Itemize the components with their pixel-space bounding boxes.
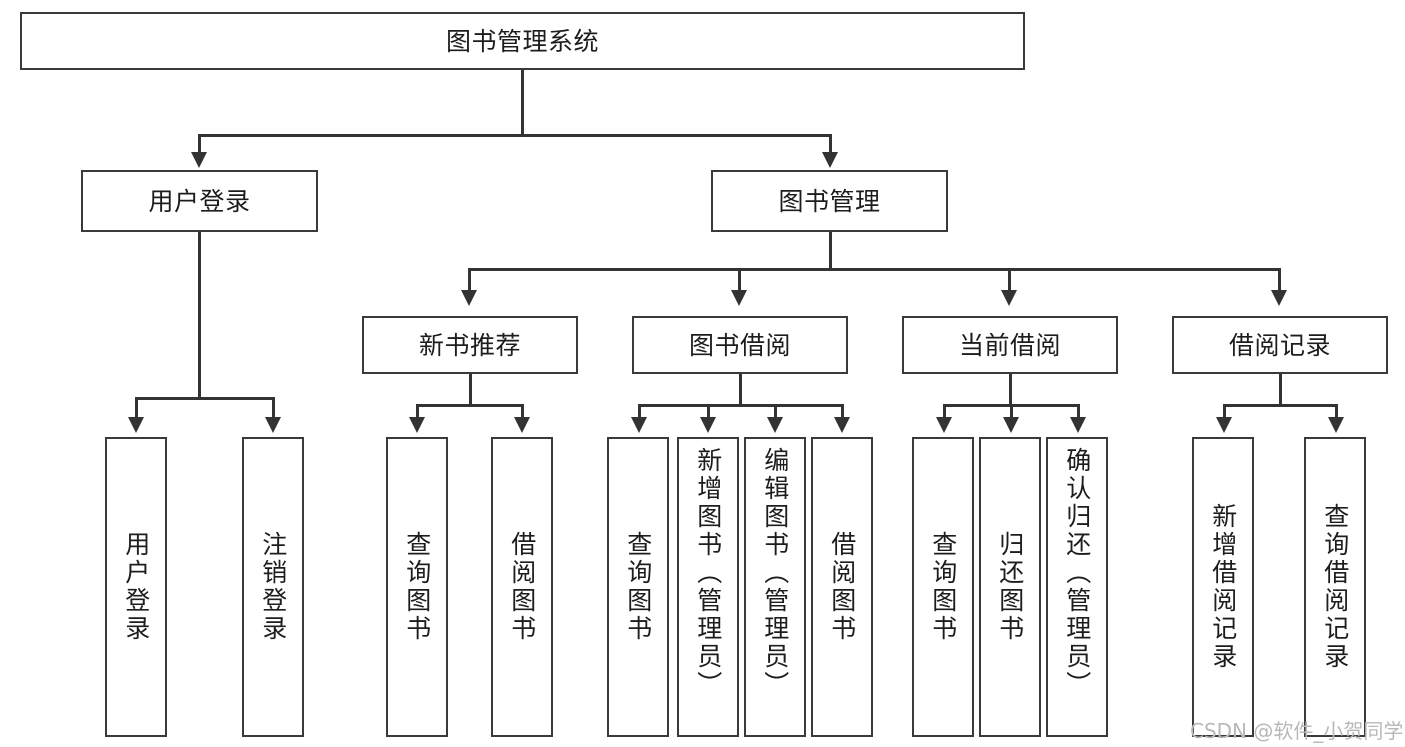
leaf-nbr-borrow-book[interactable]: 借阅图书 xyxy=(491,437,553,737)
node-label: 借阅图书 xyxy=(507,531,537,643)
leaf-cb-query-book[interactable]: 查询图书 xyxy=(912,437,974,737)
connector-user-login-drop-2 xyxy=(272,397,275,419)
node-label: 新增图书（管理员） xyxy=(693,447,723,699)
arrowhead-bb-leaf-4 xyxy=(834,417,850,433)
node-label: 图书借阅 xyxy=(688,330,791,360)
connector-cb-drop-1 xyxy=(943,404,946,419)
arrowhead-br-leaf-1 xyxy=(1216,417,1232,433)
connector-user-login-bus xyxy=(135,397,273,400)
node-user-login[interactable]: 用户登录 xyxy=(81,170,318,232)
node-book-borrow[interactable]: 图书借阅 xyxy=(632,316,848,374)
connector-bm-drop-borrow-record xyxy=(1278,268,1281,292)
connector-root-bus xyxy=(198,134,831,137)
node-book-management[interactable]: 图书管理 xyxy=(711,170,948,232)
connector-nbr-stem xyxy=(469,374,472,406)
arrowhead-user-login-leaf-1 xyxy=(128,417,144,433)
arrowhead-bb-leaf-3 xyxy=(767,417,783,433)
node-label: 当前借阅 xyxy=(958,330,1061,360)
leaf-br-query-record[interactable]: 查询借阅记录 xyxy=(1304,437,1366,737)
connector-cb-drop-3 xyxy=(1077,404,1080,419)
node-label: 新书推荐 xyxy=(418,330,521,360)
connector-user-login-drop-1 xyxy=(135,397,138,419)
node-label: 用户登录 xyxy=(121,531,151,643)
arrowhead-book-borrow xyxy=(731,290,747,306)
connector-bb-drop-1 xyxy=(638,404,641,419)
leaf-bb-add-book-admin[interactable]: 新增图书（管理员） xyxy=(677,437,739,737)
connector-bm-drop-current-borrow xyxy=(1008,268,1011,292)
connector-bb-drop-3 xyxy=(774,404,777,419)
node-label: 图书管理系统 xyxy=(445,26,599,56)
leaf-cb-confirm-return-admin[interactable]: 确认归还（管理员） xyxy=(1046,437,1108,737)
leaf-bb-edit-book-admin[interactable]: 编辑图书（管理员） xyxy=(744,437,806,737)
connector-nbr-bus xyxy=(416,404,523,407)
arrowhead-br-leaf-2 xyxy=(1328,417,1344,433)
leaf-bb-query-book[interactable]: 查询图书 xyxy=(607,437,669,737)
arrowhead-to-book-management xyxy=(822,152,838,168)
connector-cb-drop-2 xyxy=(1010,404,1013,419)
connector-nbr-drop-1 xyxy=(416,404,419,419)
node-new-book-recommend[interactable]: 新书推荐 xyxy=(362,316,578,374)
node-label: 归还图书 xyxy=(995,531,1025,643)
arrowhead-user-login-leaf-2 xyxy=(265,417,281,433)
connector-root-to-user-login xyxy=(198,134,201,154)
leaf-user-login-login[interactable]: 用户登录 xyxy=(105,437,167,737)
leaf-br-add-record[interactable]: 新增借阅记录 xyxy=(1192,437,1254,737)
connector-bm-drop-book-borrow xyxy=(738,268,741,292)
arrowhead-cb-leaf-3 xyxy=(1070,417,1086,433)
connector-root-to-book-management xyxy=(829,134,832,154)
connector-bb-drop-2 xyxy=(707,404,710,419)
node-label: 查询借阅记录 xyxy=(1320,503,1350,671)
arrowhead-cb-leaf-2 xyxy=(1003,417,1019,433)
connector-bb-bus xyxy=(638,404,843,407)
node-root-book-management-system[interactable]: 图书管理系统 xyxy=(20,12,1025,70)
node-label: 注销登录 xyxy=(258,531,288,643)
leaf-nbr-query-book[interactable]: 查询图书 xyxy=(386,437,448,737)
node-label: 查询图书 xyxy=(928,531,958,643)
connector-br-bus xyxy=(1223,404,1337,407)
node-label: 查询图书 xyxy=(623,531,653,643)
csdn-watermark: CSDN @软件_小贺同学 xyxy=(1190,719,1404,743)
arrowhead-cb-leaf-1 xyxy=(936,417,952,433)
connector-book-management-stem xyxy=(829,232,832,270)
node-label: 确认归还（管理员） xyxy=(1062,447,1092,699)
node-current-borrow[interactable]: 当前借阅 xyxy=(902,316,1118,374)
leaf-cb-return-book[interactable]: 归还图书 xyxy=(979,437,1041,737)
arrowhead-bb-leaf-2 xyxy=(700,417,716,433)
node-label: 用户登录 xyxy=(148,186,251,216)
node-label: 编辑图书（管理员） xyxy=(760,447,790,699)
arrowhead-bb-leaf-1 xyxy=(631,417,647,433)
leaf-user-login-logout[interactable]: 注销登录 xyxy=(242,437,304,737)
node-borrow-record[interactable]: 借阅记录 xyxy=(1172,316,1388,374)
arrowhead-new-book-recommend xyxy=(461,290,477,306)
connector-book-management-bus xyxy=(468,268,1280,271)
connector-bb-stem xyxy=(739,374,742,406)
arrowhead-nbr-leaf-2 xyxy=(514,417,530,433)
connector-bm-drop-new-book xyxy=(468,268,471,292)
arrowhead-nbr-leaf-1 xyxy=(409,417,425,433)
node-label: 借阅记录 xyxy=(1228,330,1331,360)
connector-user-login-stem xyxy=(198,232,201,399)
connector-br-drop-2 xyxy=(1335,404,1338,419)
arrowhead-current-borrow xyxy=(1001,290,1017,306)
node-label: 新增借阅记录 xyxy=(1208,503,1238,671)
connector-br-drop-1 xyxy=(1223,404,1226,419)
connector-br-stem xyxy=(1279,374,1282,406)
arrowhead-to-user-login xyxy=(191,152,207,168)
node-label: 图书管理 xyxy=(778,186,881,216)
arrowhead-borrow-record xyxy=(1271,290,1287,306)
node-label: 查询图书 xyxy=(402,531,432,643)
connector-root-stem xyxy=(521,70,524,136)
node-label: 借阅图书 xyxy=(827,531,857,643)
connector-cb-stem xyxy=(1009,374,1012,406)
leaf-bb-borrow-book[interactable]: 借阅图书 xyxy=(811,437,873,737)
connector-nbr-drop-2 xyxy=(521,404,524,419)
connector-bb-drop-4 xyxy=(841,404,844,419)
